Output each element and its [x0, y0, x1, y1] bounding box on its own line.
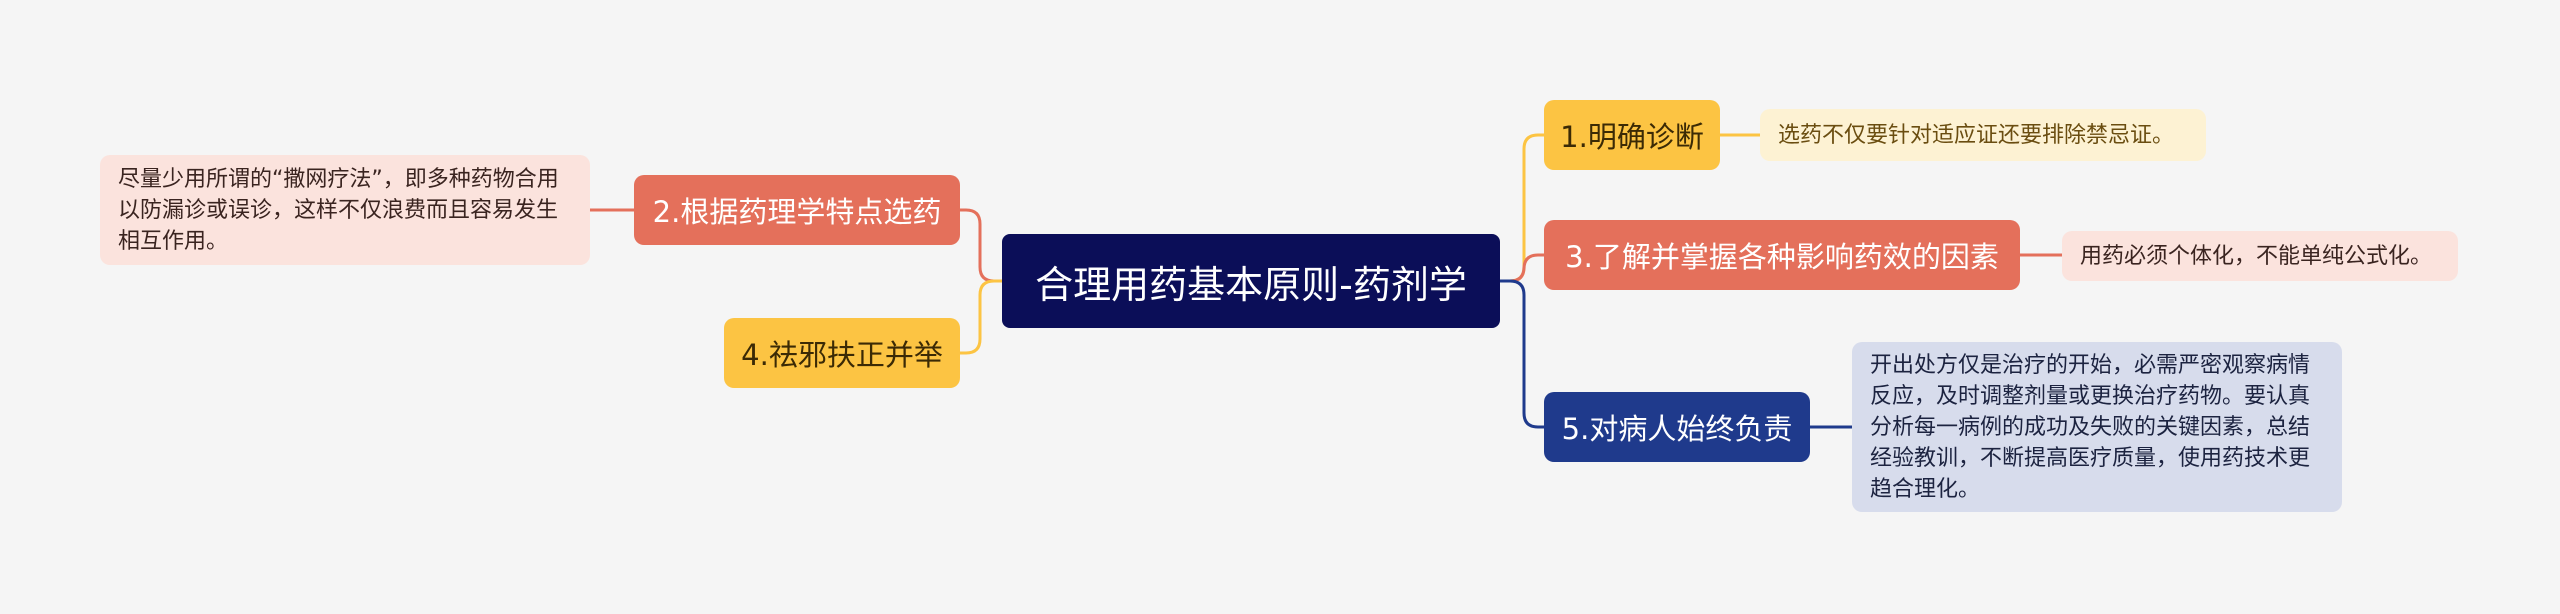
branch-pharmacology-selection[interactable]: 2.根据药理学特点选药	[634, 175, 960, 245]
leaf-text: 用药必须个体化，不能单纯公式化。	[2080, 243, 2433, 269]
link-root-b2	[960, 208, 1002, 283]
leaf-responsible-to-patient[interactable]: 开出处方仅是治疗的开始，必需严密观察病情反应，及时调整剂量或更换治疗药物。要认真…	[1852, 342, 2342, 512]
branch-label: 5.对病人始终负责	[1561, 412, 1793, 446]
root-title: 合理用药基本原则-药剂学	[1035, 262, 1467, 307]
link-root-b4	[960, 279, 1002, 355]
branch-clear-diagnosis[interactable]: 1.明确诊断	[1544, 100, 1720, 170]
branch-label: 2.根据药理学特点选药	[652, 195, 942, 229]
branch-dispel-evil-support-healthy[interactable]: 4.祛邪扶正并举	[724, 318, 960, 388]
leaf-text: 选药不仅要针对适应证还要排除禁忌证。	[1778, 122, 2175, 148]
branch-responsible-to-patient[interactable]: 5.对病人始终负责	[1544, 392, 1810, 462]
leaf-pharmacology-selection[interactable]: 尽量少用所谓的“撒网疗法”，即多种药物合用以防漏诊或误诊，这样不仅浪费而且容易发…	[100, 155, 590, 265]
branch-efficacy-factors[interactable]: 3.了解并掌握各种影响药效的因素	[1544, 220, 2020, 290]
branch-label: 3.了解并掌握各种影响药效的因素	[1565, 240, 1999, 274]
link-root-b1	[1500, 133, 1544, 283]
leaf-clear-diagnosis[interactable]: 选药不仅要针对适应证还要排除禁忌证。	[1760, 109, 2206, 161]
leaf-text: 开出处方仅是治疗的开始，必需严密观察病情反应，及时调整剂量或更换治疗药物。要认真…	[1870, 352, 2311, 502]
leaf-text: 尽量少用所谓的“撒网疗法”，即多种药物合用以防漏诊或误诊，这样不仅浪费而且容易发…	[118, 166, 559, 254]
leaf-efficacy-factors[interactable]: 用药必须个体化，不能单纯公式化。	[2062, 231, 2458, 281]
link-root-b5	[1500, 279, 1544, 429]
branch-label: 1.明确诊断	[1560, 120, 1704, 154]
root-topic[interactable]: 合理用药基本原则-药剂学	[1002, 234, 1500, 328]
link-root-b3	[1500, 253, 1544, 283]
branch-label: 4.祛邪扶正并举	[741, 338, 943, 372]
